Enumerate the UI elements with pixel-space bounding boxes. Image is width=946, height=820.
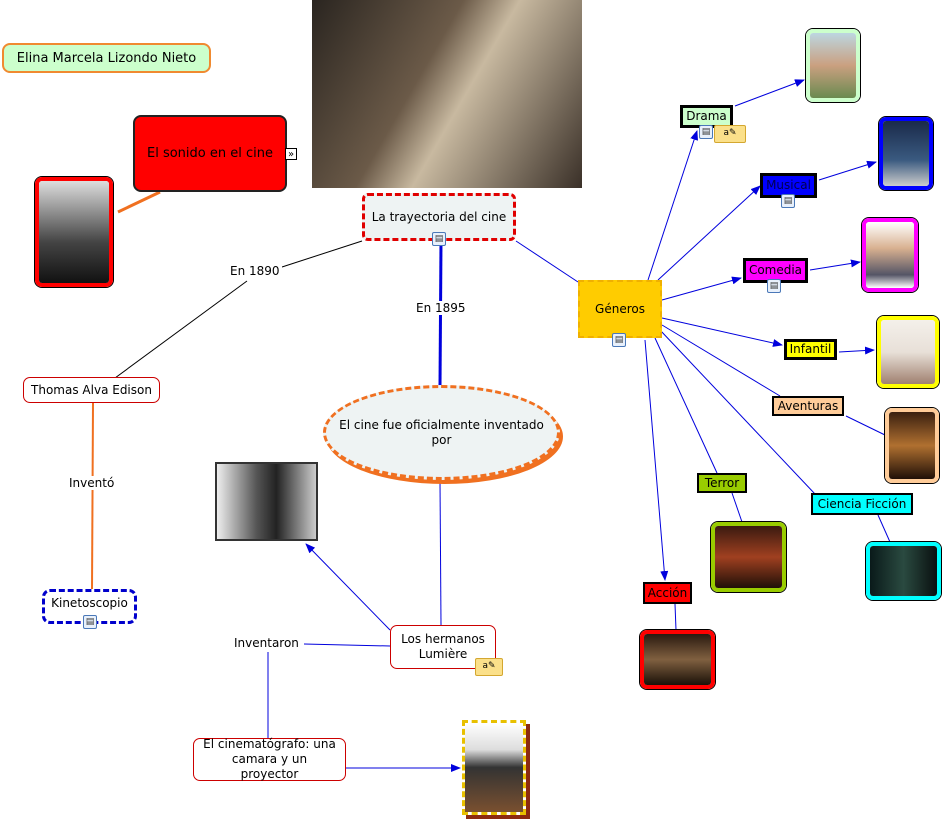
- concept-cinematografo[interactable]: El cinematógrafo: una camara y un proyec…: [193, 737, 346, 781]
- chaplin-photo: [35, 177, 113, 287]
- author-node[interactable]: Elina Marcela Lizondo Nieto: [2, 43, 211, 73]
- concept-edison[interactable]: Thomas Alva Edison: [23, 377, 160, 403]
- musical-poster: [879, 117, 933, 190]
- resource-icon[interactable]: ▤: [612, 333, 626, 347]
- camera-photo: [462, 720, 526, 815]
- concept-inventado[interactable]: El cine fue oficialmente inventado por: [323, 385, 560, 480]
- concept-sonido[interactable]: El sonido en el cine: [133, 115, 287, 192]
- aventuras-poster: [885, 408, 939, 483]
- link-invento: Inventó: [67, 476, 117, 490]
- resource-icon[interactable]: ▤: [432, 232, 446, 246]
- link-en1895: En 1895: [414, 301, 468, 315]
- concept-generos[interactable]: Géneros: [578, 280, 662, 338]
- lumiere-photo: [215, 462, 318, 541]
- genre-terror[interactable]: Terror: [697, 473, 747, 493]
- drama-poster: [806, 29, 860, 102]
- resource-icon[interactable]: ▤: [781, 194, 795, 208]
- accion-poster: [640, 630, 715, 689]
- resource-icon[interactable]: ▤: [699, 125, 713, 139]
- note-icon[interactable]: a✎: [714, 125, 746, 143]
- note-icon[interactable]: a✎: [475, 658, 503, 676]
- link-inventaron: Inventaron: [232, 636, 301, 650]
- terror-poster: [711, 522, 786, 592]
- resource-icon[interactable]: ▤: [83, 615, 97, 629]
- ciencia-ficcion-poster: [866, 542, 941, 600]
- genre-infantil[interactable]: Infantil: [784, 339, 837, 360]
- genre-musical[interactable]: Musical: [760, 173, 817, 198]
- nested-link-icon[interactable]: »: [285, 148, 297, 160]
- genre-aventuras[interactable]: Aventuras: [772, 396, 844, 416]
- genre-ciencia-ficcion[interactable]: Ciencia Ficción: [811, 493, 913, 515]
- comedia-poster: [862, 218, 918, 292]
- cinema-paradiso-photo: [312, 0, 582, 188]
- resource-icon[interactable]: ▤: [767, 279, 781, 293]
- infantil-poster: [877, 316, 939, 388]
- concept-lumiere[interactable]: Los hermanos Lumière: [390, 625, 496, 669]
- genre-accion[interactable]: Acción: [643, 582, 692, 604]
- link-en1890: En 1890: [228, 264, 282, 278]
